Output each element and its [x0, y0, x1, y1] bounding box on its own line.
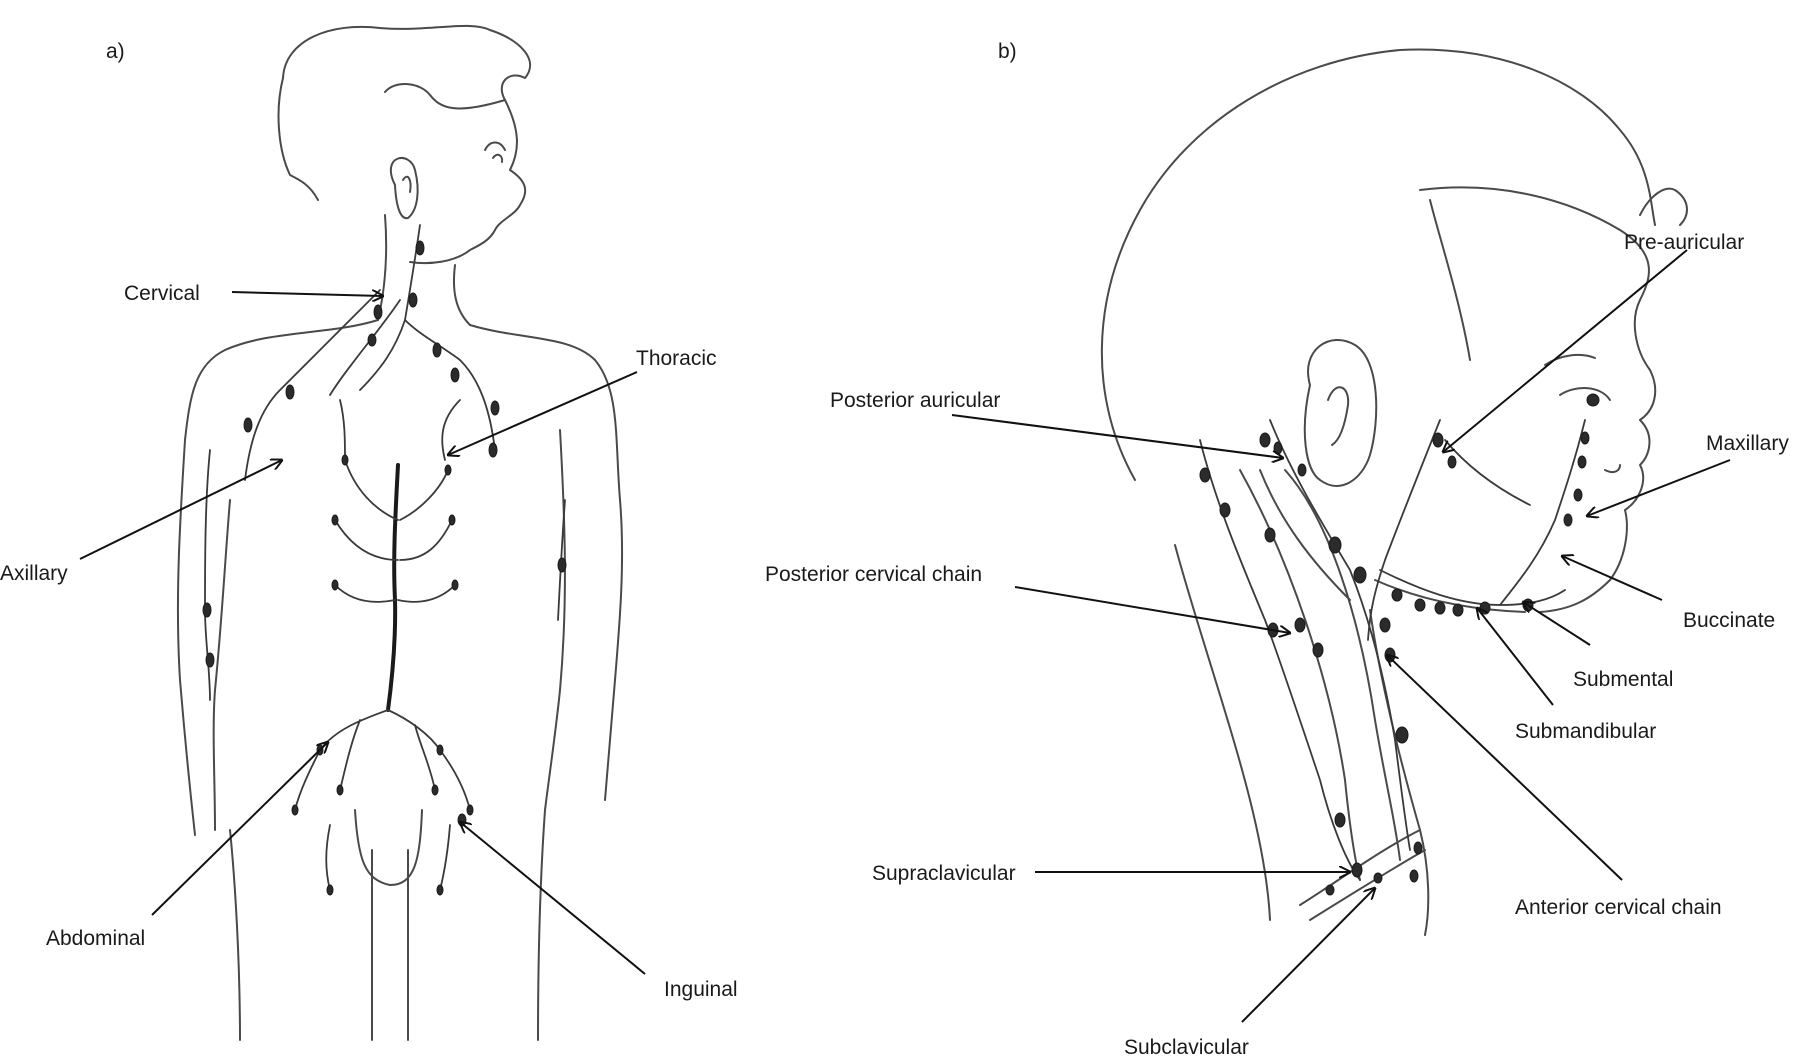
arrow-inguinal	[460, 822, 646, 975]
label-posterior-auricular: Posterior auricular	[830, 389, 1000, 412]
arrow-submandibular	[1477, 608, 1554, 706]
label-supraclavicular: Supraclavicular	[872, 862, 1016, 885]
panel-labels: a) b)	[106, 40, 1017, 63]
arrow-anterior-cervical-chain	[1387, 655, 1623, 881]
panel-label-b: b)	[998, 40, 1017, 63]
label-anterior-cervical-chain: Anterior cervical chain	[1515, 896, 1722, 919]
arrow-buccinate	[1562, 556, 1663, 601]
body-labels: Cervical Thoracic Axillary Abdominal Ing…	[0, 282, 738, 1001]
arrow-axillary	[79, 460, 282, 560]
label-posterior-cervical-chain: Posterior cervical chain	[765, 563, 982, 586]
head-labels: Pre-auricular Posterior auricular Maxill…	[765, 231, 1789, 1058]
arrow-thoracic	[448, 371, 638, 455]
head-figure	[1100, 48, 1688, 936]
label-maxillary: Maxillary	[1706, 432, 1789, 455]
label-submental: Submental	[1573, 668, 1673, 691]
arrow-maxillary	[1587, 459, 1731, 516]
head-lymph-vessels	[1199, 419, 1586, 881]
label-inguinal: Inguinal	[664, 978, 738, 1001]
label-buccinate: Buccinate	[1683, 609, 1775, 632]
label-abdominal: Abdominal	[46, 927, 145, 950]
label-thoracic: Thoracic	[636, 347, 717, 370]
label-arrows	[79, 249, 1731, 1023]
label-pre-auricular: Pre-auricular	[1624, 231, 1744, 254]
label-cervical: Cervical	[124, 282, 200, 305]
arrow-subclavicular	[1241, 888, 1375, 1023]
arrow-cervical	[231, 292, 383, 296]
body-lymph-nodes	[202, 240, 567, 896]
body-figure	[176, 24, 624, 1041]
arrow-abdominal	[151, 742, 328, 916]
label-subclavicular: Subclavicular	[1124, 1036, 1249, 1058]
arrow-pre-auricular	[1443, 249, 1688, 452]
panel-label-a: a)	[106, 40, 125, 63]
body-lymph-vessels	[204, 224, 566, 891]
label-submandibular: Submandibular	[1515, 720, 1656, 743]
arrow-submental	[1523, 602, 1591, 646]
label-axillary: Axillary	[0, 562, 68, 585]
arrow-posterior-cervical-chain	[1014, 586, 1290, 633]
arrow-posterior-auricular	[951, 414, 1283, 458]
